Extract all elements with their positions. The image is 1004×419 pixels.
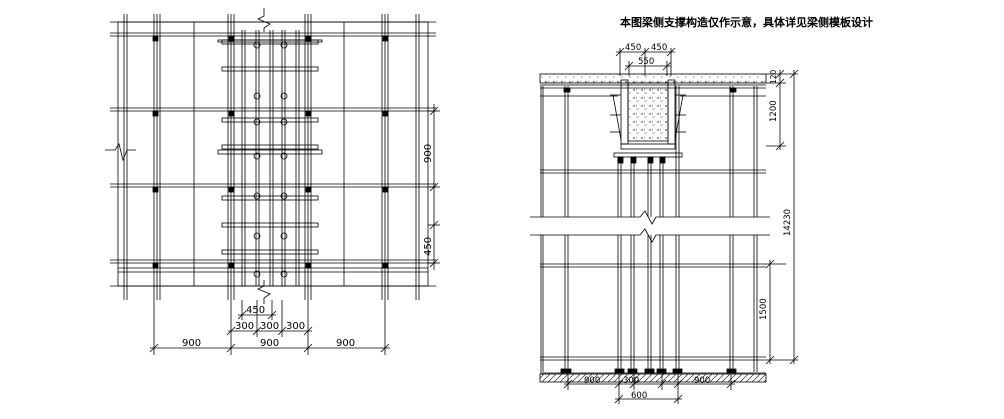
section-top-dim-2: 450 [651,43,667,53]
section-view [530,47,799,404]
beam-bottom-form [620,143,676,150]
plan-bottom-dimensions [149,300,390,355]
section-bottom-dim-2: 300 [623,376,639,386]
drawing-note: 本图梁侧支撑构造仅作示意，具体详见梁侧模板设计 [620,16,873,29]
beam-side-form-right [667,79,676,145]
section-bottom-dim-3: 900 [694,376,710,386]
plan-dim-bottom-2: 900 [260,338,279,349]
section-right-dim-3: 1500 [759,298,769,320]
section-break-band [530,210,770,243]
beam-bearer [613,152,683,158]
plan-dim-right-1: 900 [423,144,434,163]
plan-dimension-labels: 450 300 300 300 900 900 900 900 450 [182,144,434,349]
plan-dim-mid-2: 300 [260,321,279,332]
plan-dim-top: 450 [246,305,265,316]
section-ledgers [540,95,766,361]
plan-dim-bottom-1: 900 [182,338,201,349]
plan-break-top [257,8,271,32]
section-bottom-total: 600 [631,391,647,401]
plan-dim-right-2: 450 [423,237,434,256]
section-total-height: 14230 [783,209,793,236]
plan-dim-mid-1: 300 [235,321,254,332]
plan-break-bottom [257,280,271,304]
section-slab [539,73,767,84]
section-top-jacks [563,87,737,164]
section-ground [539,373,767,383]
section-bottom-dim-1: 900 [584,376,600,386]
plan-dim-bottom-3: 900 [336,338,355,349]
plan-bearers [217,39,323,255]
section-standards [540,86,758,372]
section-right-dim-2: 1200 [769,100,779,122]
plan-couplers [152,35,389,269]
section-bottom-dimensions [563,374,736,404]
beam-side-form-left [620,79,629,145]
plan-circle-nodes [253,41,288,278]
plan-right-dimension [428,104,440,270]
section-beam-width: 550 [638,57,654,67]
section-top-dimensions [615,47,676,76]
plan-beam-zone [241,30,300,286]
section-right-dim-1: 120 [769,69,778,84]
plan-dim-mid-3: 300 [286,321,305,332]
plan-view [105,8,440,355]
section-dimension-labels: 450 450 550 120 1200 1500 14230 900 300 … [584,43,793,401]
plan-break-left [105,143,136,162]
section-beam [627,82,669,142]
section-base-plates [560,368,737,374]
section-top-dim-1: 450 [625,43,641,53]
section-right-dimensions [765,69,799,365]
plan-vertical-standards [123,14,420,300]
